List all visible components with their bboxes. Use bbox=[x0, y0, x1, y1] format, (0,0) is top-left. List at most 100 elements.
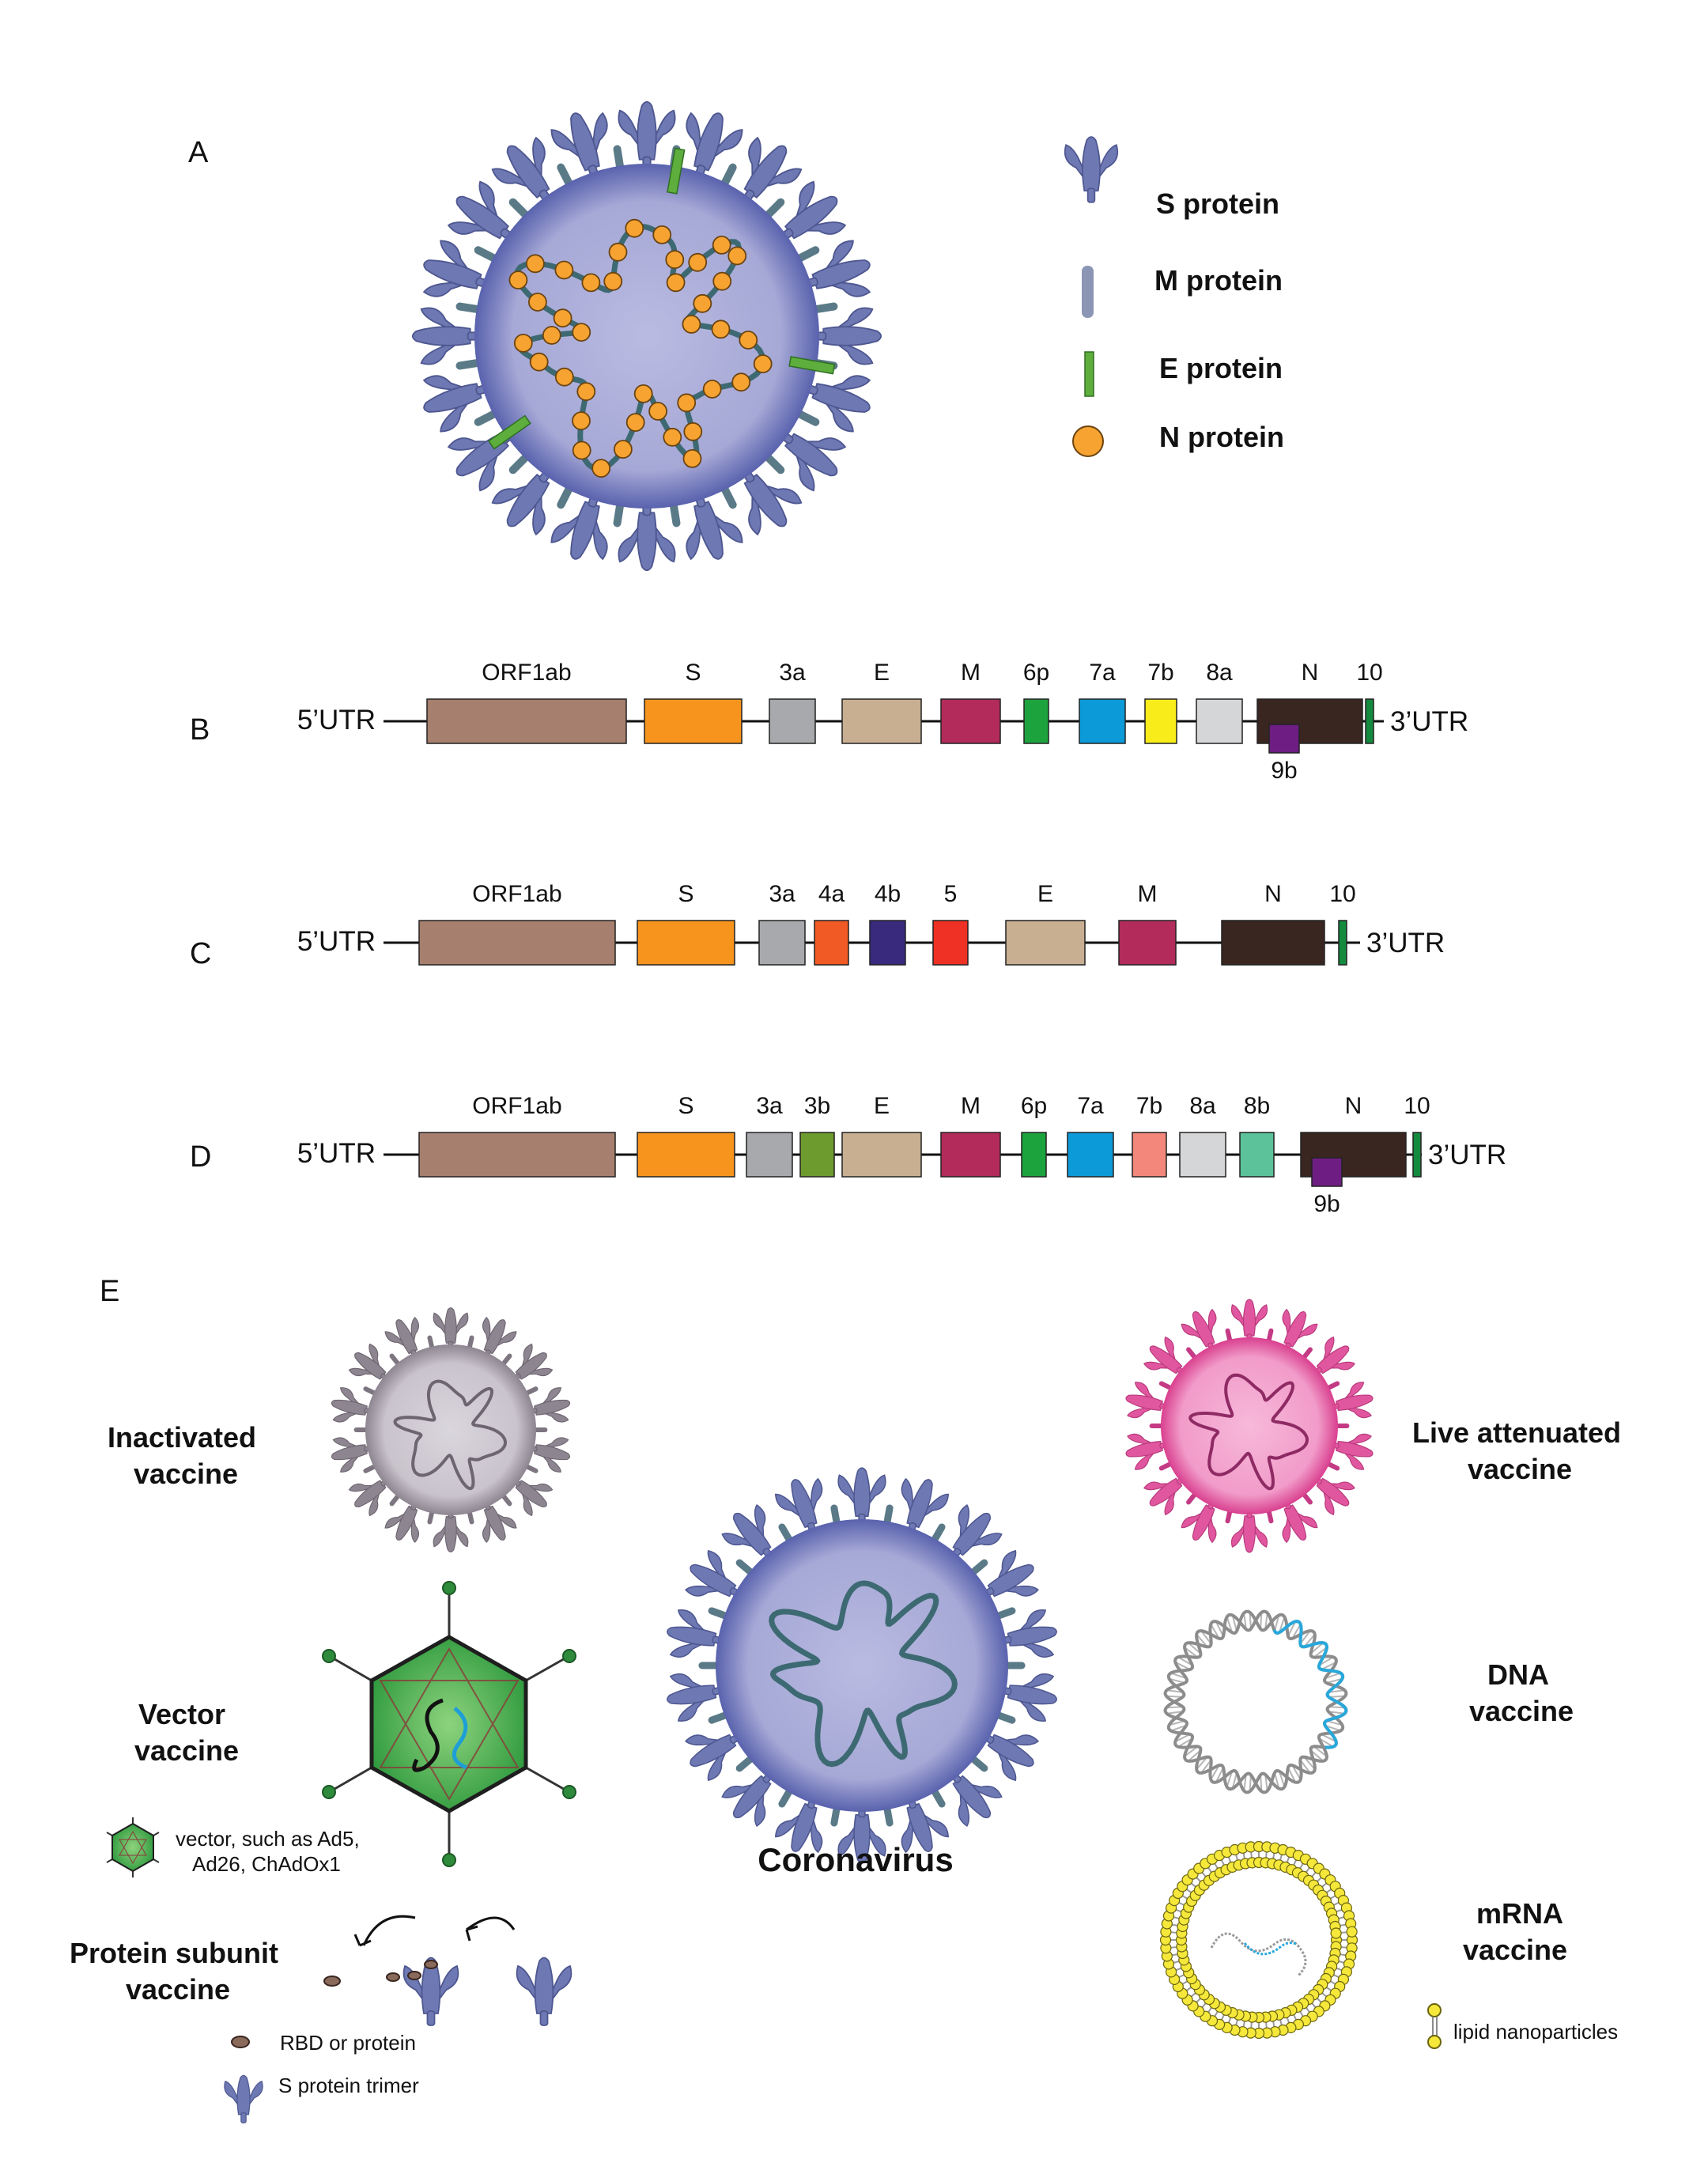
virus-envelope bbox=[365, 1344, 536, 1515]
n-protein bbox=[513, 333, 533, 353]
gene-7b bbox=[1132, 1132, 1167, 1178]
gene-4a bbox=[814, 920, 849, 966]
n-protein bbox=[508, 270, 528, 290]
gene-label-8b: 8b bbox=[1244, 1093, 1270, 1119]
gene-label-m: M bbox=[961, 1093, 981, 1119]
n-protein bbox=[526, 254, 545, 274]
dna-rung bbox=[1287, 1620, 1297, 1637]
dna-rung bbox=[1328, 1695, 1346, 1698]
gene-label-3a: 3a bbox=[769, 881, 795, 907]
n-protein bbox=[528, 293, 547, 312]
dna-rung bbox=[1303, 1634, 1316, 1648]
coronavirus-icon bbox=[662, 1467, 1062, 1864]
gene-label-3b: 3b bbox=[804, 1093, 830, 1119]
gene-label-7a: 7a bbox=[1089, 660, 1116, 686]
gene-label-4a: 4a bbox=[818, 881, 845, 907]
dna-rung bbox=[1231, 1615, 1238, 1632]
dna-rung bbox=[1166, 1689, 1184, 1693]
mrna-label-line2: vaccine bbox=[1463, 1934, 1567, 1966]
gene-9b bbox=[1311, 1157, 1343, 1187]
n-protein bbox=[591, 459, 611, 478]
protein-subunit-label-line1: Protein subunit bbox=[70, 1937, 278, 1969]
sars-cov-2-virion bbox=[411, 100, 882, 572]
n-protein-legend-icon bbox=[1072, 425, 1104, 457]
utr3-label: 3’UTR bbox=[1390, 706, 1468, 737]
n-protein bbox=[702, 380, 722, 399]
n-protein bbox=[554, 260, 574, 280]
spike-icon bbox=[433, 1307, 469, 1352]
rna-genome bbox=[1188, 1373, 1309, 1491]
gene-label-e: E bbox=[1037, 881, 1053, 907]
gene-6p bbox=[1021, 1132, 1047, 1178]
utr3-label: 3’UTR bbox=[1366, 928, 1445, 959]
n-protein bbox=[693, 293, 712, 313]
dna-rung bbox=[1169, 1677, 1185, 1684]
dna-rung bbox=[1184, 1647, 1199, 1658]
dna-rung bbox=[1274, 1772, 1280, 1789]
lipid-note: lipid nanoparticles bbox=[1453, 2020, 1618, 2044]
gene-label-9b: 9b bbox=[1271, 758, 1297, 784]
gene-e bbox=[841, 1132, 922, 1178]
dna-rung bbox=[1324, 1672, 1341, 1680]
protein-subunit-label-line2: vaccine bbox=[126, 1973, 230, 2006]
dna-rung bbox=[1170, 1672, 1187, 1680]
legend-n-protein: N protein bbox=[1159, 421, 1284, 453]
legend-m-protein: M protein bbox=[1154, 264, 1283, 297]
n-protein bbox=[529, 352, 549, 372]
panel-label-d: D bbox=[190, 1140, 211, 1174]
spike-icon bbox=[837, 1467, 886, 1527]
panel-label-a: A bbox=[188, 136, 209, 169]
mrna-vaccine-icon bbox=[1159, 1840, 1358, 2040]
gene-label-10: 10 bbox=[1356, 660, 1382, 686]
n-protein bbox=[553, 308, 572, 328]
gene-3a bbox=[746, 1132, 793, 1178]
n-protein bbox=[727, 246, 747, 266]
e-protein bbox=[487, 414, 531, 450]
gene-10 bbox=[1412, 1132, 1422, 1178]
n-protein bbox=[682, 449, 702, 468]
s-protein-legend-icon bbox=[1064, 136, 1119, 203]
dna-rung bbox=[1177, 1737, 1193, 1748]
gene-orf1ab bbox=[418, 1132, 616, 1178]
dna-rung bbox=[1184, 1745, 1199, 1757]
dna-rung bbox=[1274, 1615, 1280, 1632]
gene-label-7a: 7a bbox=[1077, 1093, 1104, 1119]
dna-rung bbox=[1170, 1724, 1187, 1732]
dna-rung bbox=[1174, 1661, 1191, 1670]
inactivated-vaccine-icon bbox=[327, 1307, 574, 1552]
gene-label-4b: 4b bbox=[875, 881, 901, 907]
dna-rung bbox=[1321, 1734, 1337, 1743]
dna-rung bbox=[1188, 1642, 1202, 1654]
n-protein bbox=[663, 427, 682, 447]
n-protein bbox=[712, 235, 731, 255]
dna-rung bbox=[1278, 1771, 1286, 1787]
spike-icon bbox=[1230, 1507, 1268, 1553]
gene-label-n: N bbox=[1264, 881, 1282, 907]
dna-rung bbox=[1210, 1764, 1220, 1780]
dna-rung bbox=[1243, 1774, 1247, 1791]
inactivated-label-line1: Inactivated bbox=[108, 1421, 256, 1454]
dna-rung bbox=[1303, 1756, 1316, 1770]
gene-orf1ab bbox=[418, 920, 616, 966]
gene-6p bbox=[1023, 698, 1049, 744]
virus-envelope bbox=[1161, 1337, 1338, 1514]
n-protein bbox=[633, 384, 653, 403]
gene-label-6p: 6p bbox=[1021, 1093, 1047, 1119]
gene-7b bbox=[1144, 698, 1177, 744]
vector-vaccine-icon bbox=[322, 1581, 576, 1867]
dna-rung bbox=[1166, 1711, 1184, 1715]
protein-subunit-icon bbox=[323, 1915, 572, 2026]
n-protein bbox=[572, 440, 591, 460]
dna-strand bbox=[1163, 1609, 1348, 1794]
dna-rung bbox=[1196, 1756, 1208, 1770]
panel-label-c: C bbox=[190, 937, 211, 970]
gene-label-7b: 7b bbox=[1147, 660, 1173, 686]
dna-rung bbox=[1326, 1677, 1343, 1684]
n-protein bbox=[576, 382, 596, 402]
gene-m bbox=[940, 1132, 1001, 1178]
gene-label-3a: 3a bbox=[756, 1093, 783, 1119]
n-protein bbox=[608, 242, 628, 262]
inactivated-label-line2: vaccine bbox=[134, 1458, 238, 1490]
n-protein bbox=[666, 273, 686, 293]
n-protein bbox=[682, 315, 701, 334]
